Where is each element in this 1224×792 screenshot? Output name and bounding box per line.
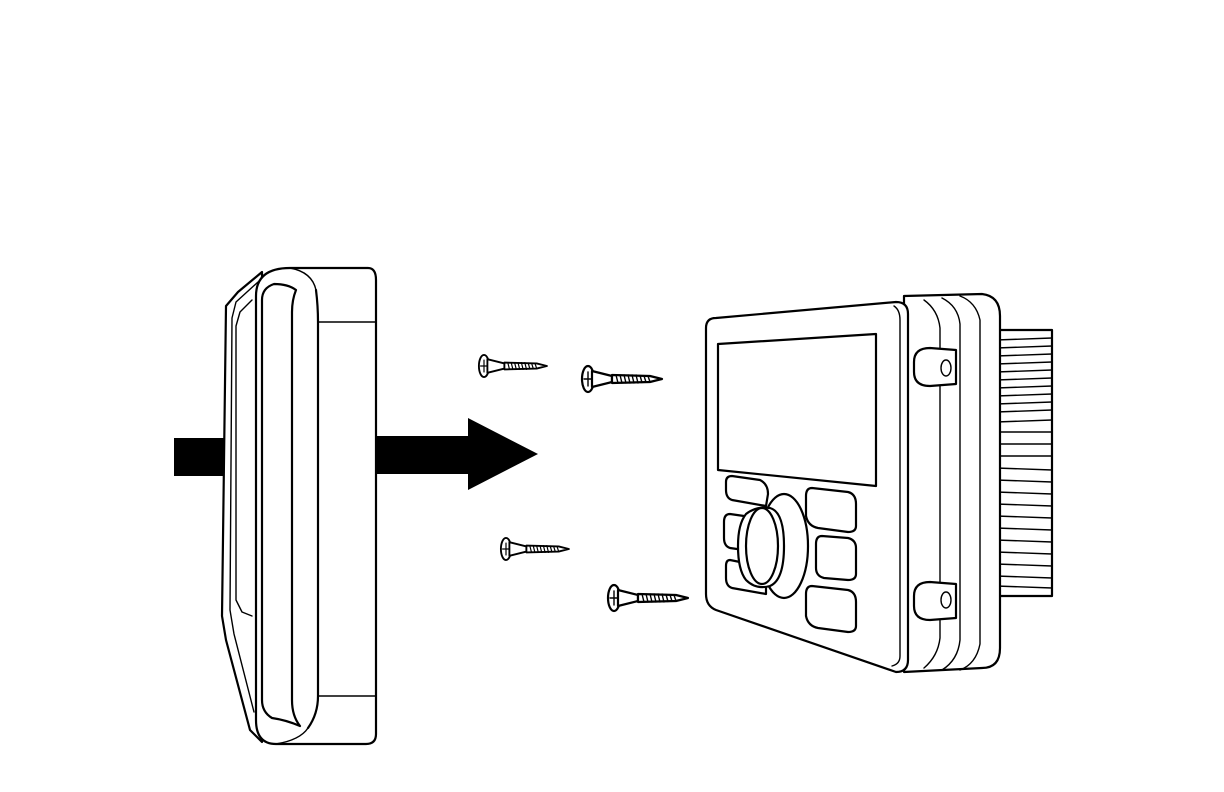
direction-arrow-front [376, 418, 538, 490]
mounting-tab-top [914, 348, 956, 386]
arrow-shaft [376, 436, 472, 474]
screw-2 [582, 366, 662, 392]
button-right-top [806, 488, 856, 532]
screws [479, 355, 688, 611]
button-right-bottom [806, 586, 856, 632]
display-screen [718, 334, 876, 486]
mounting-bezel [222, 268, 376, 744]
screw-3 [501, 538, 569, 560]
button-right-mid [816, 536, 856, 580]
screw-1 [479, 355, 547, 377]
arrow-head [468, 418, 538, 490]
mounting-tab-bottom [914, 582, 956, 620]
knob-face [746, 508, 778, 584]
heat-sink [996, 330, 1052, 596]
bezel-frame-outer [256, 268, 376, 744]
head-unit [706, 294, 1052, 672]
screw-4 [608, 585, 688, 611]
